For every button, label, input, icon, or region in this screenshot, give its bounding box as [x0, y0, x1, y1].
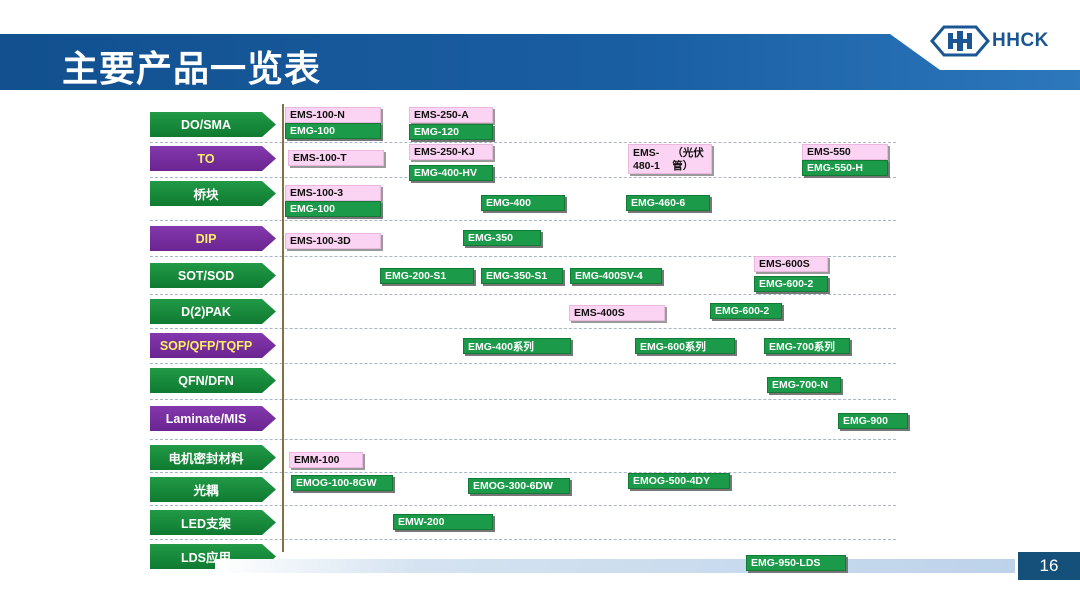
product-tag: EMS-100-3	[285, 185, 381, 201]
product-tag: EMG-600-2	[754, 276, 828, 292]
page-title: 主要产品一览表	[62, 49, 322, 90]
product-tag: EMW-200	[393, 514, 493, 530]
product-tag: EMM-100	[289, 452, 363, 468]
category-laminate-mis: Laminate/MIS	[150, 406, 276, 431]
product-tag: EMG-900	[838, 413, 908, 429]
row-divider	[150, 363, 896, 364]
category-qfn-dfn: QFN/DFN	[150, 368, 276, 393]
category-do-sma: DO/SMA	[150, 112, 276, 137]
product-tag: EMS-600S	[754, 256, 828, 272]
category-optocoupler: 光耦	[150, 477, 276, 502]
product-tag: EMG-550-H	[802, 160, 888, 176]
row-divider	[150, 294, 896, 295]
product-tag: EMS-400S	[569, 305, 665, 321]
category-to: TO	[150, 146, 276, 171]
page-number: 16	[1018, 552, 1080, 580]
product-tag: EMS-100-N	[285, 107, 381, 123]
vertical-axis-line	[282, 104, 284, 552]
row-divider	[150, 399, 896, 400]
product-tag: EMG-600-2	[710, 303, 782, 319]
category-sop-qfp-tqfp: SOP/QFP/TQFP	[150, 333, 276, 358]
product-tag: EMG-700系列	[764, 338, 850, 354]
product-tag: EMOG-500-4DY	[628, 473, 730, 489]
product-tag-line: （光伏管）	[672, 147, 704, 172]
product-tag: EMG-200-S1	[380, 268, 474, 284]
product-tag: EMS-100-3D	[285, 233, 381, 249]
row-divider	[150, 439, 896, 440]
product-tag: EMG-120	[409, 124, 493, 140]
product-tag: EMG-400SV-4	[570, 268, 662, 284]
product-tag-multiline: EMS-480-1 （光伏管）	[628, 144, 712, 174]
product-tag-line: EMS-480-1	[633, 147, 660, 172]
product-tag: EMG-350-S1	[481, 268, 563, 284]
product-tag: EMG-400-HV	[409, 165, 493, 181]
product-tag: EMG-100	[285, 123, 381, 139]
row-divider	[150, 472, 896, 473]
category-d2pak: D(2)PAK	[150, 299, 276, 324]
row-divider	[150, 256, 896, 257]
header-band	[0, 34, 1080, 90]
product-tag: EMG-400	[481, 195, 565, 211]
category-dip: DIP	[150, 226, 276, 251]
product-tag: EMG-950-LDS	[746, 555, 846, 571]
product-tag: EMS-250-KJ	[409, 144, 493, 160]
hhck-logo-icon	[930, 25, 990, 57]
row-divider	[150, 177, 896, 178]
category-qiaokuai: 桥块	[150, 181, 276, 206]
product-tag: EMS-250-A	[409, 107, 493, 123]
product-tag: EMG-100	[285, 201, 381, 217]
product-tag: EMG-700-N	[767, 377, 841, 393]
row-divider	[150, 505, 896, 506]
product-tag: EMG-350	[463, 230, 541, 246]
product-tag: EMG-600系列	[635, 338, 735, 354]
product-tag: EMG-460-6	[626, 195, 710, 211]
row-divider	[150, 142, 896, 143]
category-motor-seal: 电机密封材料	[150, 445, 276, 470]
product-tag: EMG-400系列	[463, 338, 571, 354]
product-tag: EMS-550	[802, 144, 888, 160]
logo-text: HHCK	[992, 30, 1049, 51]
row-divider	[150, 328, 896, 329]
product-tag: EMOG-300-6DW	[468, 478, 570, 494]
category-sot-sod: SOT/SOD	[150, 263, 276, 288]
product-tag: EMS-100-T	[288, 150, 384, 166]
product-tag: EMOG-100-8GW	[291, 475, 393, 491]
row-divider	[150, 220, 896, 221]
row-divider	[150, 539, 896, 540]
category-led-bracket: LED支架	[150, 510, 276, 535]
bottom-band	[215, 559, 1015, 573]
